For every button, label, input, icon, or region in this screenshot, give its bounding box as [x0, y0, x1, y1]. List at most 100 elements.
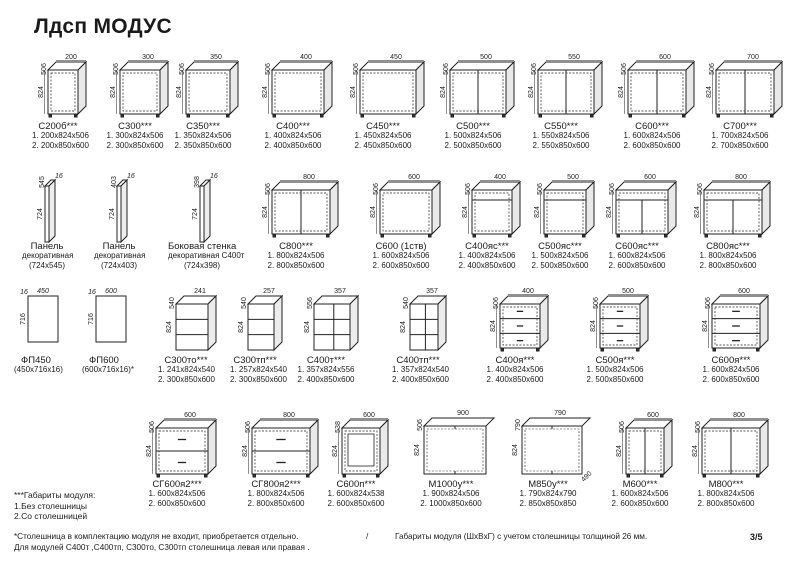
cabinet-leg	[756, 473, 760, 478]
height-dimension: 824	[370, 206, 377, 218]
module-size-line: 2. 400x850x600	[458, 260, 516, 270]
module-name: С800***	[279, 241, 313, 252]
height-dimension: 824	[702, 320, 709, 332]
width-dimension: 500	[567, 174, 579, 181]
cabinet-leg	[702, 473, 706, 478]
cabinet-side-face	[761, 180, 771, 236]
module-size-line: 1. 600x824x506	[608, 251, 666, 261]
depth-dimension: 538	[335, 421, 342, 433]
cabinet-leg	[636, 347, 640, 352]
cabinet-hidden-lines	[344, 430, 378, 472]
module-size-line: 1. 241x824x540	[158, 365, 215, 375]
cabinet-top-face	[700, 419, 770, 429]
cabinet-side-face	[77, 60, 87, 116]
module-name: С550***	[544, 121, 578, 132]
cabinet-hidden-lines	[382, 192, 430, 232]
module-size-line: 1. 600x824x538	[327, 489, 385, 499]
module-name: С600яс***	[615, 241, 659, 252]
height-dimension: 824	[618, 86, 625, 98]
cabinet-side-face	[207, 418, 217, 476]
oven-niche	[347, 433, 375, 467]
width-dimension: 400	[494, 174, 506, 181]
cabinet-leg	[770, 113, 774, 118]
cabinet-front	[47, 69, 79, 115]
module-size-line: (600x716x16)*	[82, 365, 135, 375]
module-size-line: 2. 300x850x600	[106, 140, 164, 150]
depth-dimension: 506	[619, 421, 626, 433]
dimensions-legend: ***Габариты модуля: 1.Без столешницы 2.С…	[14, 490, 95, 522]
cabinet-front	[471, 189, 513, 235]
height-dimension: 824	[462, 206, 469, 218]
cabinet-leg	[306, 473, 310, 478]
cabinet-leg	[628, 113, 632, 118]
legend-line-2: 2.Со столешницей	[14, 511, 88, 521]
facade-panel	[27, 295, 59, 343]
module-size-line: 2. 400x850x600	[264, 140, 322, 150]
width-dimension: 241	[194, 288, 206, 295]
module-name: Панель	[30, 241, 64, 252]
footer-note-3: Для модулей С400т ,С400тп, С300то, С300т…	[14, 543, 310, 552]
depth-dimension: 506	[695, 421, 702, 433]
depth-dimension: 506	[265, 63, 272, 75]
cabinet-leg	[186, 113, 190, 118]
module-size-line: 2. 600x850x600	[611, 498, 669, 508]
cabinet-side-face	[207, 294, 217, 352]
cabinet-side-face	[437, 294, 447, 352]
cabinet-side-face	[667, 180, 677, 236]
cabinet-top-face	[520, 417, 592, 427]
module-size-line: 1. 500x824x506	[444, 131, 502, 141]
cabinet-front	[175, 303, 209, 351]
depth-dimension: 506	[353, 63, 360, 75]
cabinet-side-face	[323, 60, 333, 116]
cabinet-side-face	[585, 180, 595, 236]
cabinet-side-face	[511, 180, 521, 236]
width-dimension: 600	[363, 412, 375, 419]
footer-note-2: Габариты модуля (ШxВxГ) с учетом столешн…	[395, 532, 648, 541]
module-size-line: 2. 450x850x600	[354, 140, 412, 150]
cabinet-side-face	[505, 60, 515, 116]
height-dimension: 824	[512, 444, 519, 456]
module-name: С600***	[635, 121, 669, 132]
depth-dimension: 506	[493, 297, 500, 309]
cabinet-leg	[704, 233, 708, 238]
height-dimension: 716	[20, 313, 27, 325]
module-size-line: 2. 600x850x600	[148, 498, 206, 508]
footer-note-1: *Столешница в комплектацию модуля не вхо…	[14, 532, 299, 541]
width-dimension: 450	[390, 54, 402, 61]
cabinet-side-face	[639, 294, 649, 350]
cabinet-hidden-lines	[602, 306, 638, 346]
cabinet-leg	[756, 347, 760, 352]
module-name: С400я***	[495, 355, 535, 366]
width-dimension: 450	[37, 288, 49, 295]
height-dimension: 824	[262, 206, 269, 218]
module-size-line: 1. 350x824x506	[174, 131, 232, 141]
width-dimension: 600	[184, 412, 196, 419]
depth-dimension: 790	[515, 419, 522, 431]
